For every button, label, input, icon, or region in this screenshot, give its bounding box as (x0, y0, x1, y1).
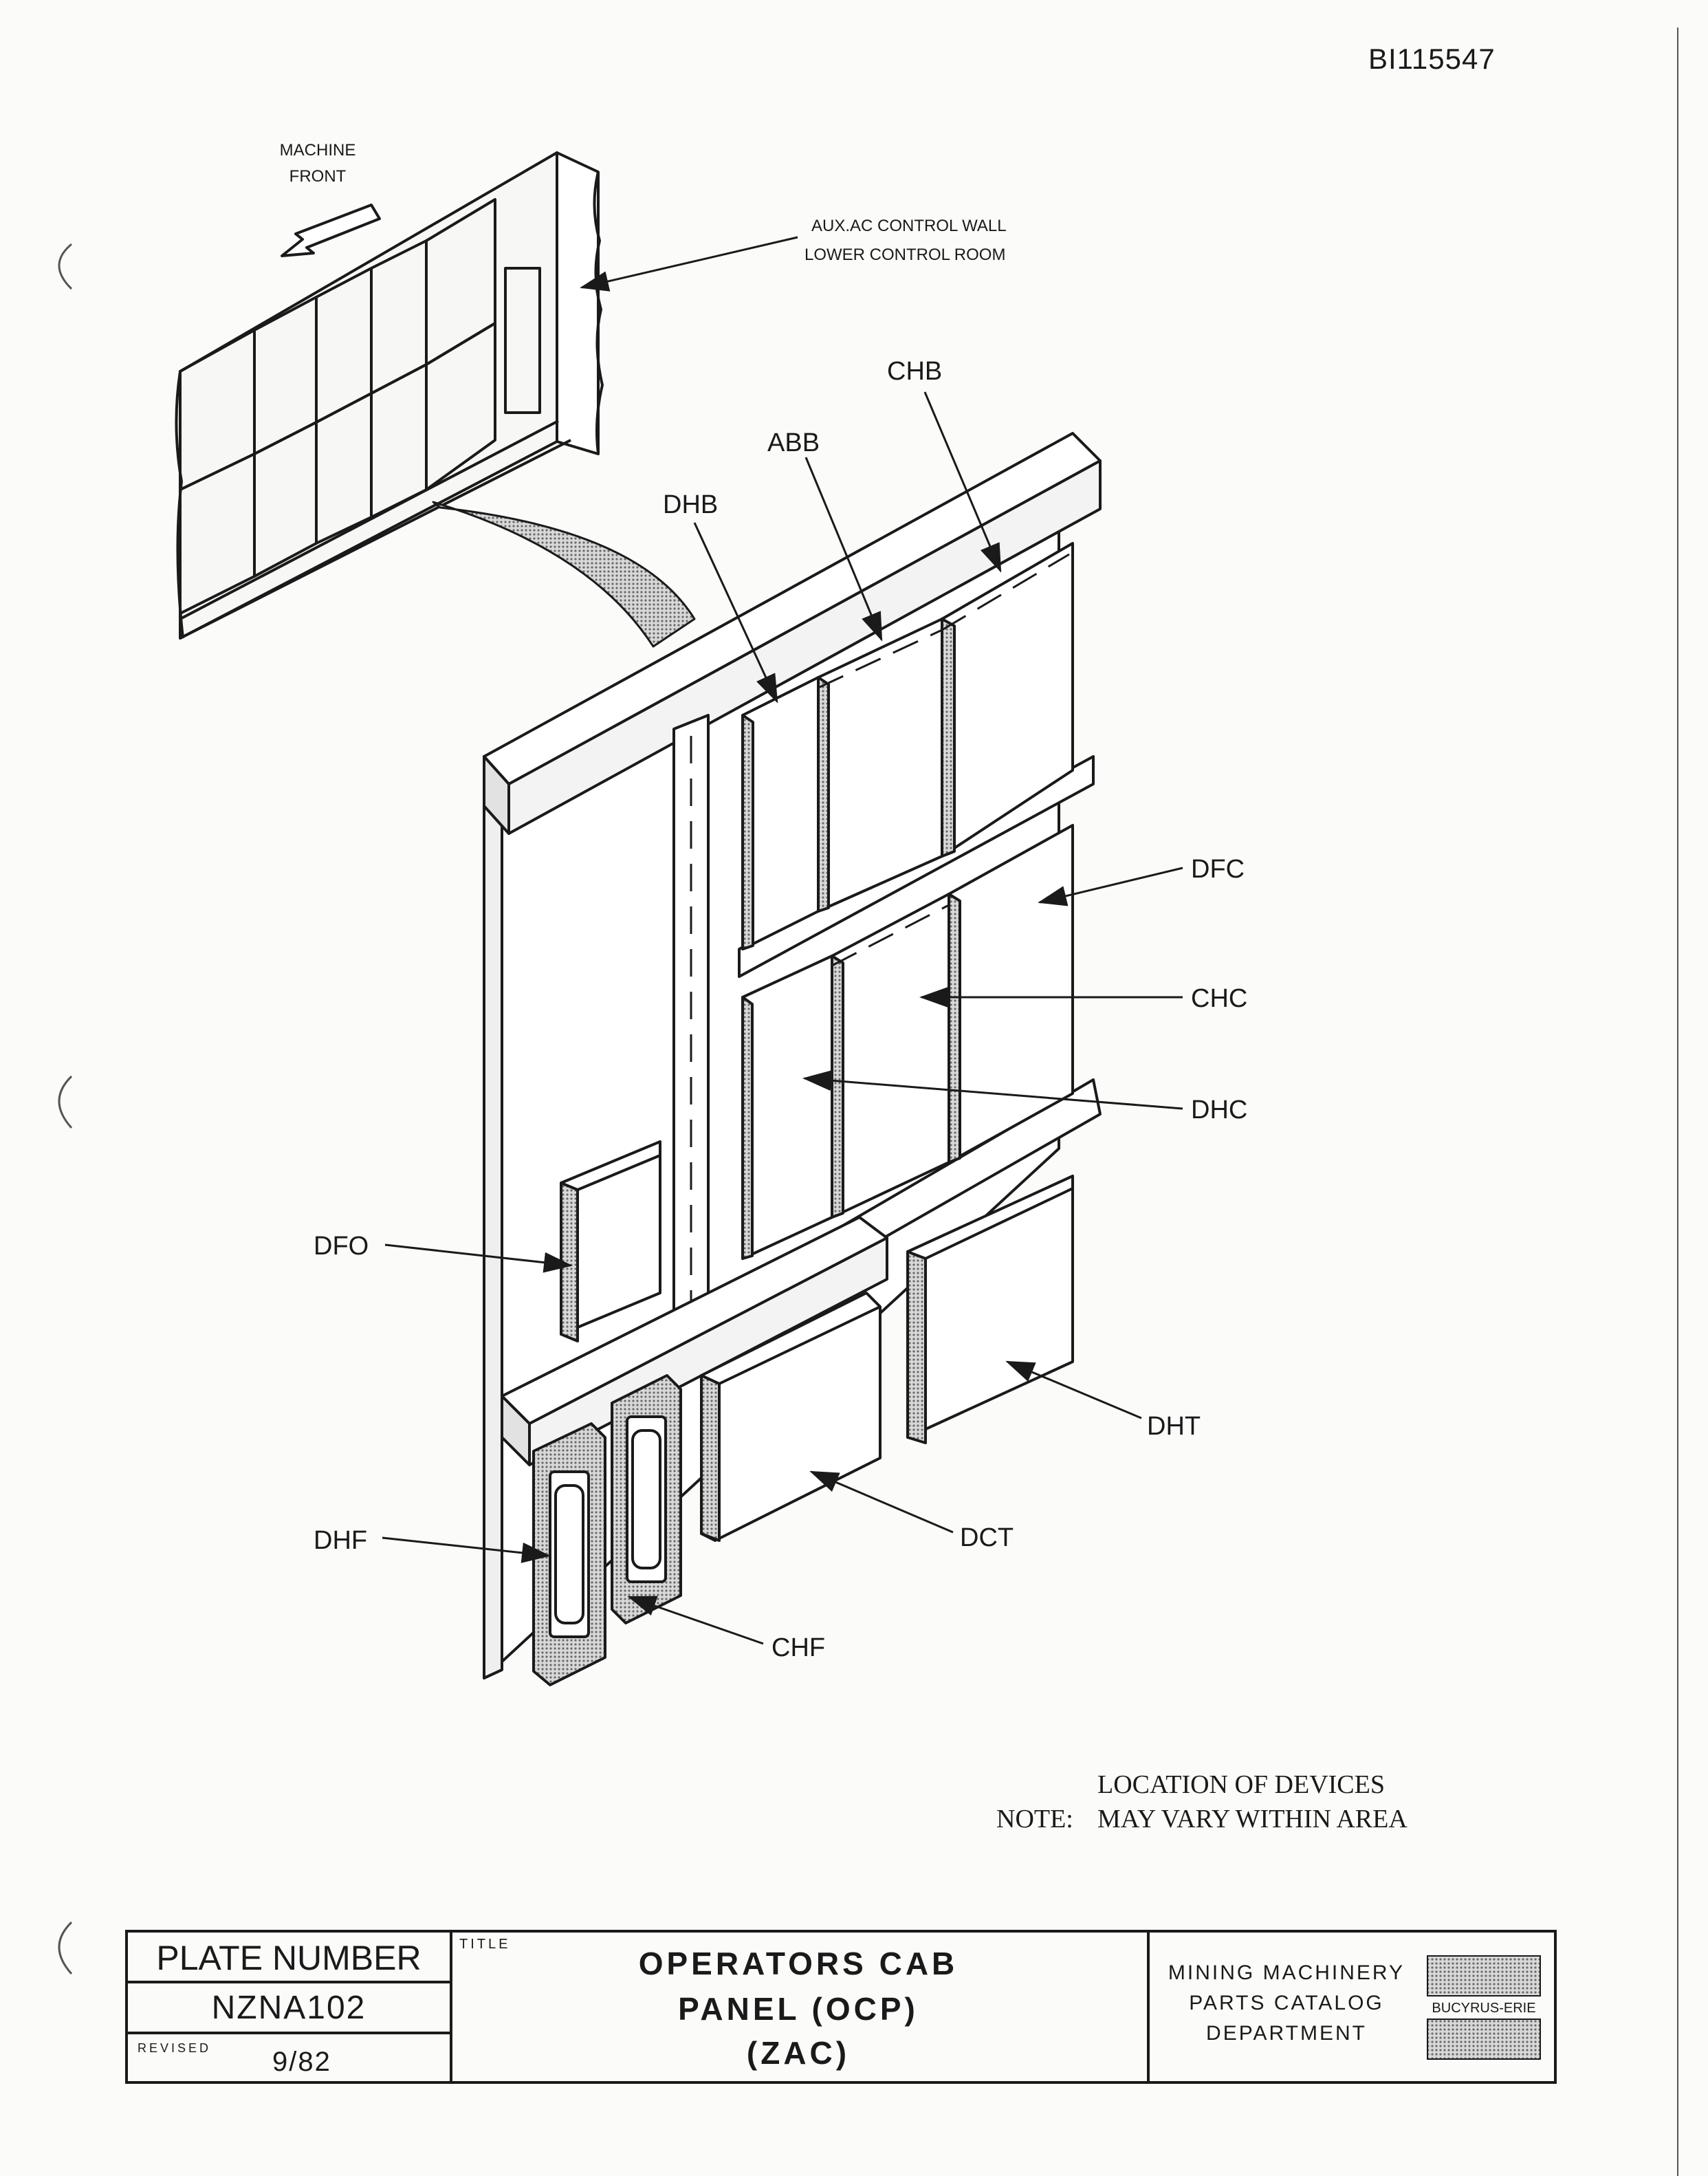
wall-label-2: LOWER CONTROL ROOM (804, 246, 1005, 264)
device-label-dhc: DHC (1191, 1096, 1247, 1124)
device-label-dfc: DFC (1191, 855, 1245, 884)
dfo-leader (384, 1243, 573, 1273)
wall-label-1: AUX.AC CONTROL WALL (811, 217, 1007, 235)
machine-front-arrow (281, 204, 381, 257)
note-label: NOTE: (996, 1805, 1073, 1834)
plate-number-header: PLATE NUMBER (128, 1933, 450, 1983)
department-section: MINING MACHINERY PARTS CATALOG DEPARTMEN… (1147, 1933, 1554, 2081)
device-label-chf: CHF (771, 1633, 825, 1662)
chf-leader (627, 1596, 764, 1645)
binder-marks (58, 28, 1678, 2176)
chb-leader (923, 391, 1002, 573)
dct-leader (809, 1470, 954, 1534)
title-label: TITLE (459, 1937, 511, 1952)
note: NOTE: LOCATION OF DEVICES MAY VARY WITHIN… (983, 1767, 1408, 1871)
document-id: BI115547 (1368, 43, 1496, 75)
dht-leader (1005, 1360, 1142, 1419)
revised-cell: REVISED 9/82 (128, 2034, 450, 2081)
revised-date: 9/82 (272, 2047, 331, 2077)
bucyrus-erie-logo: BUCYRUS-ERIE (1427, 1955, 1541, 2060)
title-line-2: PANEL (OCP) (678, 1991, 919, 2027)
logo-text: BUCYRUS-ERIE (1432, 2001, 1535, 2016)
title-block: PLATE NUMBER NZNA102 REVISED 9/82 TITLE … (125, 1930, 1557, 2084)
note-line-2: MAY VARY WITHIN AREA (1097, 1805, 1408, 1834)
location-pointer (432, 501, 696, 648)
device-label-chc: CHC (1191, 984, 1247, 1013)
department-line-2: PARTS CATALOG (1189, 1992, 1384, 2014)
operators-cab-panel (483, 432, 1102, 1686)
dhb-leader (693, 522, 778, 704)
machine-front-label-2: FRONT (289, 167, 347, 186)
abb-leader (804, 457, 883, 642)
device-label-dht: DHT (1147, 1412, 1201, 1441)
aux-ac-control-wall-inset (175, 151, 604, 640)
device-label-dhf: DHF (314, 1526, 367, 1555)
device-label-dct: DCT (960, 1523, 1014, 1552)
title-line-3: (ZAC) (746, 2035, 851, 2071)
device-label-abb: ABB (767, 428, 820, 457)
wall-leader (580, 236, 798, 292)
dfc-leader (1038, 867, 1183, 906)
department-line-1: MINING MACHINERY (1168, 1961, 1405, 1984)
title-line-1: OPERATORS CAB (638, 1946, 959, 1981)
revised-label: REVISED (138, 2041, 212, 2055)
plate-section: PLATE NUMBER NZNA102 REVISED 9/82 (128, 1933, 452, 2081)
department-line-3: DEPARTMENT (1206, 2022, 1367, 2045)
plate-number: NZNA102 (128, 1983, 450, 2034)
device-label-chb: CHB (887, 357, 942, 386)
device-label-dhb: DHB (663, 490, 718, 519)
dhc-leader (802, 1070, 1183, 1110)
dhf-leader (382, 1536, 551, 1563)
title-section: TITLE OPERATORS CAB PANEL (OCP) (ZAC) (450, 1933, 1150, 2081)
note-line-1: LOCATION OF DEVICES (1097, 1770, 1385, 1799)
machine-front-label-1: MACHINE (280, 141, 356, 160)
device-label-dfo: DFO (314, 1232, 369, 1261)
